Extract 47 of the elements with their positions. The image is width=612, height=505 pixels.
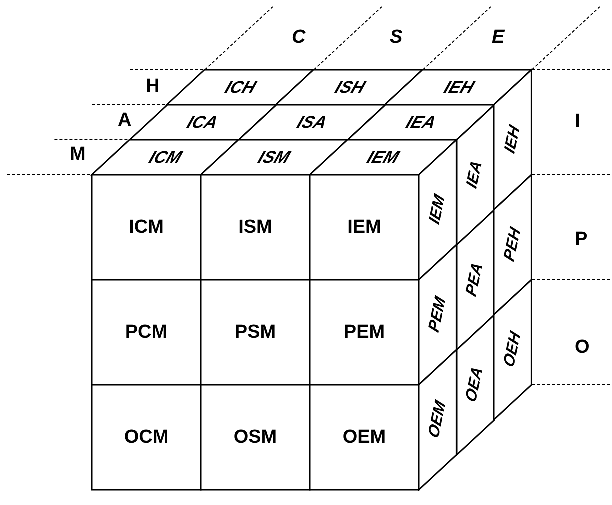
cell-label: ISH [332, 78, 368, 98]
cell-label: ISM [238, 216, 272, 238]
cell-label: IEA [403, 112, 439, 132]
cell-label: PSM [234, 322, 276, 344]
cube-cell [494, 70, 532, 210]
cell-label: PEM [344, 322, 386, 344]
cell-label: IEH [502, 124, 524, 156]
axis-label: H [146, 76, 160, 98]
cell-label: OEH [501, 330, 526, 370]
cell-label: OEM [342, 426, 386, 448]
cell-label: IEA [464, 158, 487, 192]
cell-label: OCM [124, 426, 169, 448]
cell-label: IEH [440, 78, 477, 98]
cell-label: ISM [256, 148, 294, 168]
cell-label: PEH [501, 225, 526, 265]
axis-label: I [575, 111, 580, 133]
cell-label: IEM [364, 148, 402, 168]
cell-label: PEM [426, 294, 450, 336]
cube-cell [419, 140, 457, 280]
cell-label: ICH [222, 78, 260, 98]
cell-label: IEM [348, 216, 382, 238]
cube-cell [201, 280, 310, 385]
axis-label: M [70, 144, 86, 166]
cell-label: ISA [294, 112, 330, 132]
cell-label: PCM [125, 322, 168, 344]
cube-cell [456, 315, 494, 455]
cell-label: IEM [426, 192, 450, 228]
cube-cell [494, 280, 532, 420]
axis-label: A [118, 110, 132, 132]
cell-label: ICM [129, 216, 164, 238]
cell-label: OSM [234, 426, 278, 448]
axis-label: P [575, 229, 588, 251]
axis-label: O [575, 337, 590, 359]
cube-cell [92, 280, 201, 385]
axis-label: C [292, 27, 306, 49]
cell-label: ICA [184, 112, 222, 132]
cube-cell [419, 350, 457, 490]
cube-cell [92, 385, 201, 490]
cell-label: ICM [146, 148, 185, 168]
axis-label: E [492, 27, 505, 49]
cube-cell [494, 175, 532, 315]
cell-label: OEA [463, 364, 488, 406]
cell-label: OEM [426, 398, 450, 442]
cell-label: PEA [464, 260, 488, 300]
axis-label: S [390, 27, 403, 49]
cube-cell [201, 385, 310, 490]
cube-cell [130, 105, 276, 140]
